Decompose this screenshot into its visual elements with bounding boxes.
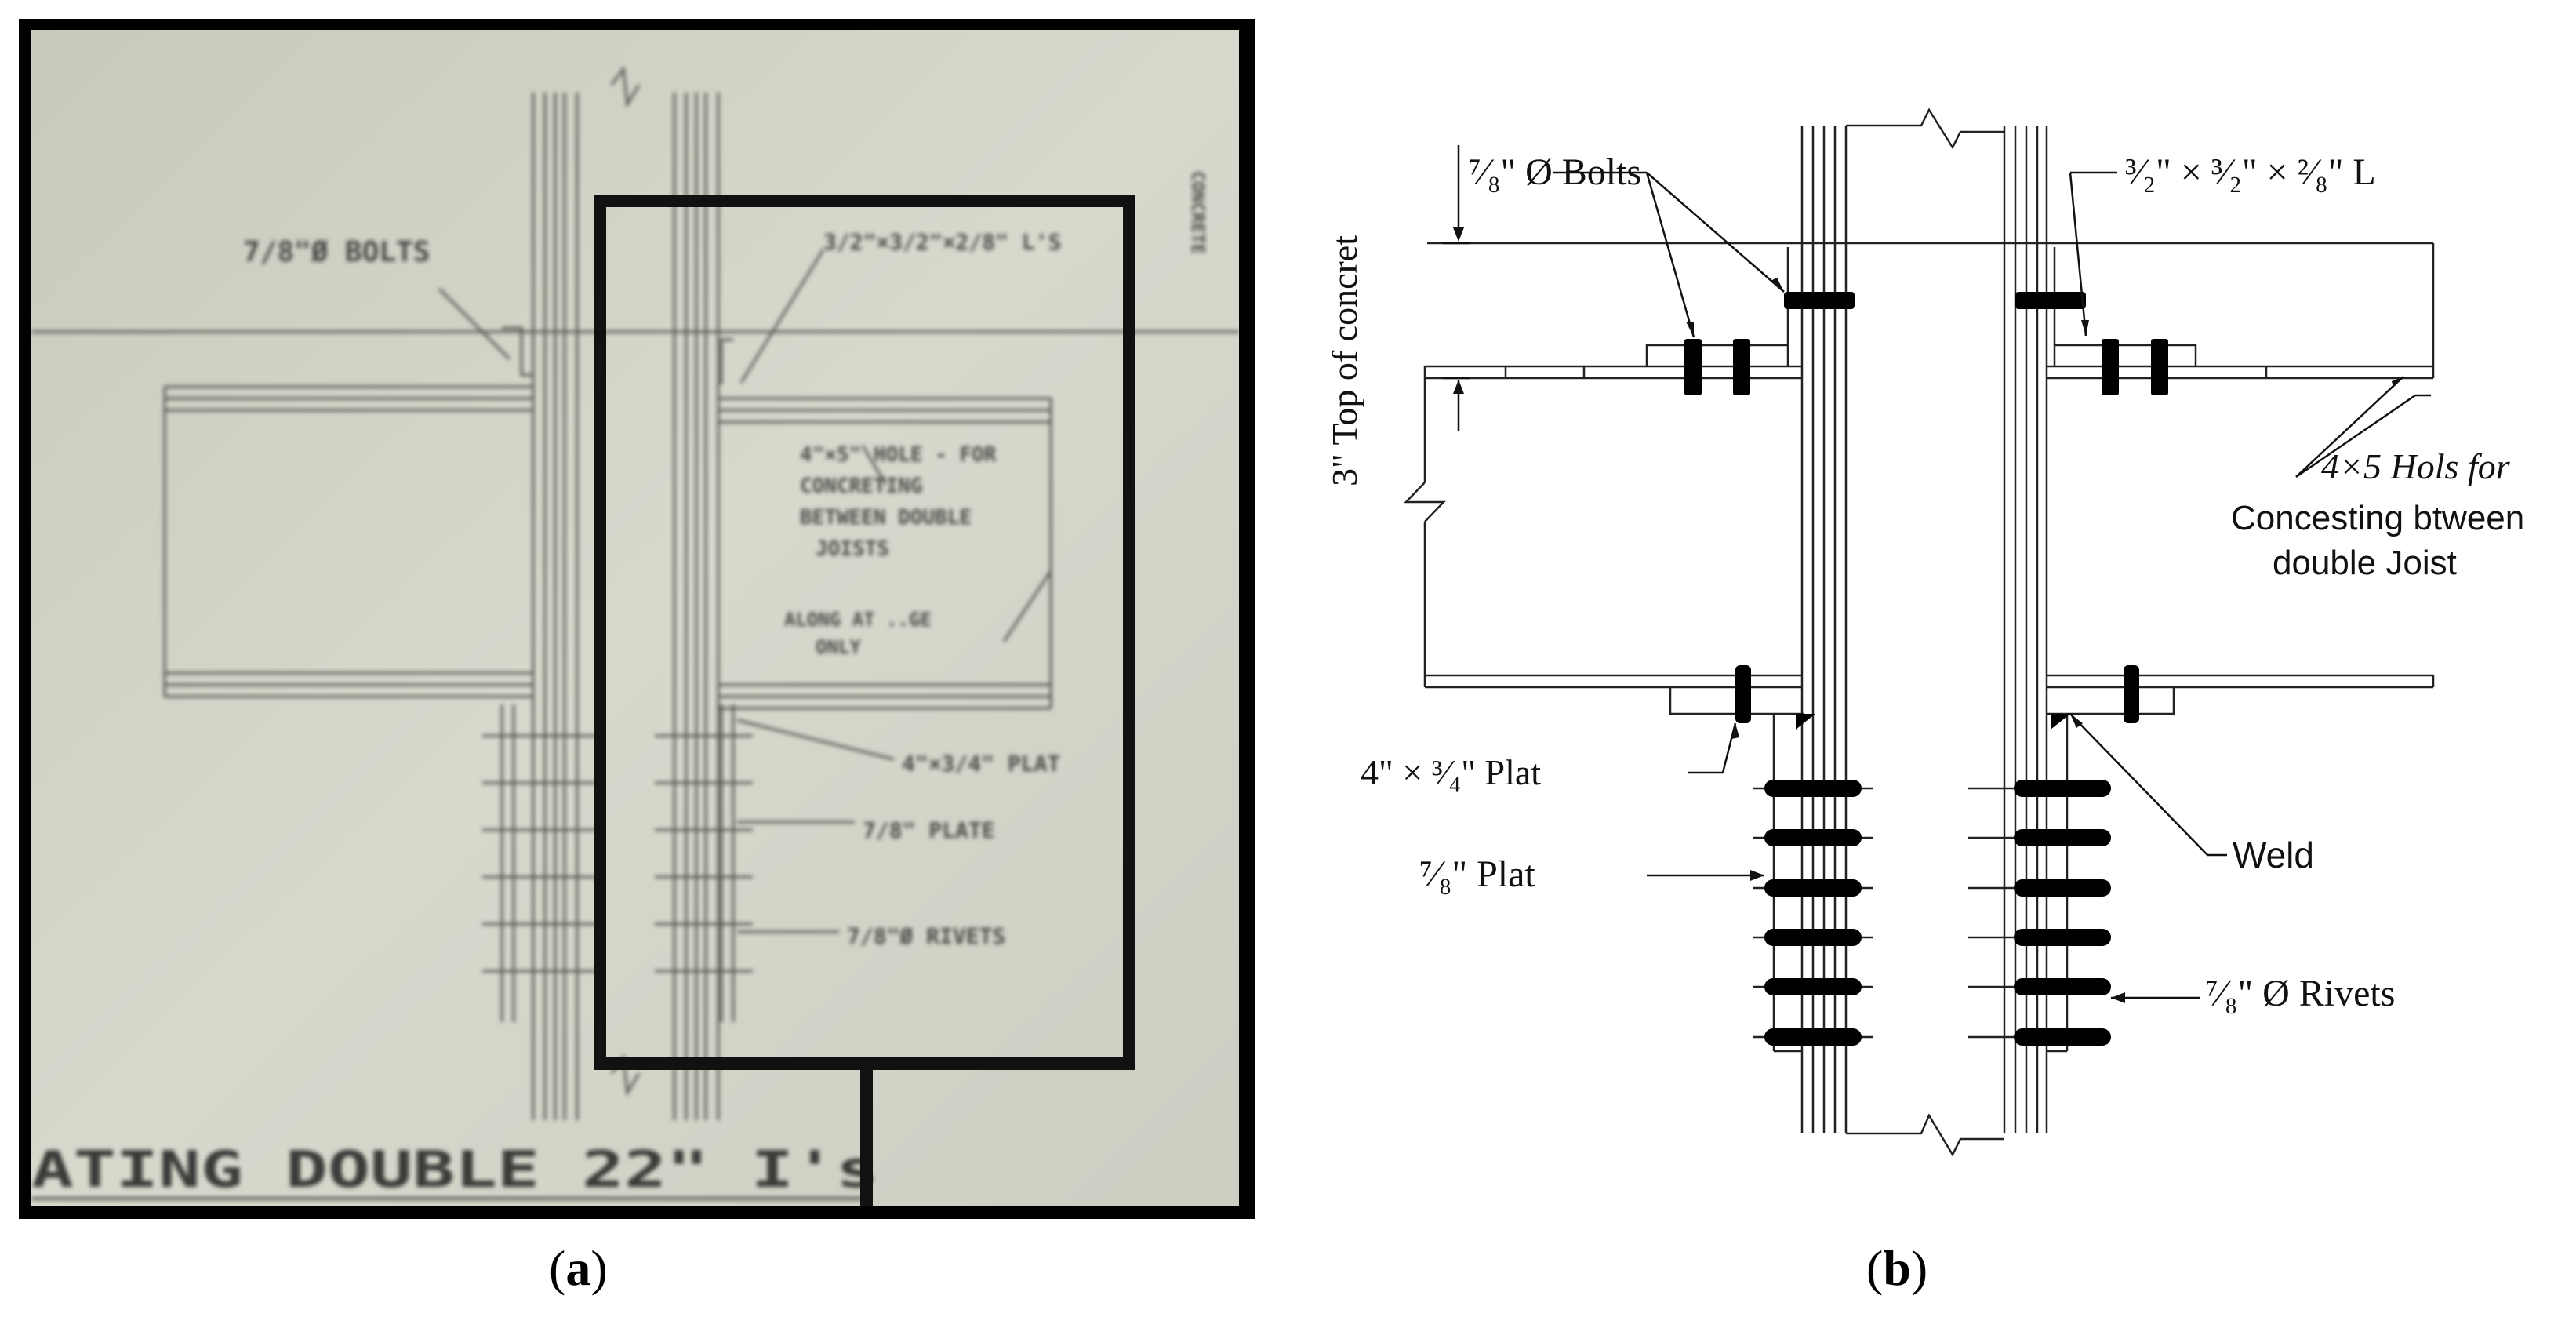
sketch-holes-label-2: CONCRETING (800, 475, 923, 498)
paper-background (31, 30, 1239, 1206)
rivets-label: ⁷⁄₈" Ø Rivets (2205, 973, 2395, 1014)
caption-b-letter: b (1883, 1240, 1911, 1296)
weld-label: Weld (2233, 835, 2314, 875)
rivet-left-2 (1764, 829, 1862, 846)
sketch-plat-label: 4"×3/4" PLAT (902, 751, 1060, 777)
panel-a-frame: 7/8"Ø BOLTS 3/2"×3/2"×2/8" L'S 4"×5" HOL… (19, 19, 1255, 1219)
rivet-right-1 (2014, 780, 2111, 797)
sketch-holes-label-3: BETWEEN DOUBLE (800, 506, 972, 529)
rivet-left-5 (1764, 978, 1862, 995)
sketch-plate78-label: 7/8" PLATE (863, 817, 995, 843)
caption-a-letter: a (565, 1240, 591, 1296)
bolts-label: ⁷⁄₈" Ø Bolts (1468, 151, 1641, 193)
panel-a-photo: 7/8"Ø BOLTS 3/2"×3/2"×2/8" L'S 4"×5" HOL… (31, 30, 1239, 1206)
angle-label: ³⁄₂" × ³⁄₂" × ²⁄₈" L (2125, 151, 2376, 193)
bolt-column-right (2015, 292, 2086, 309)
sketch-along-label-2: ONLY (816, 636, 861, 658)
bolt-seat-left (1735, 665, 1751, 723)
rivet-right-6 (2014, 1028, 2111, 1046)
sketch-along-label: ALONG AT ..GE (784, 609, 932, 631)
arrowheads (1453, 227, 2403, 1003)
sketch-holes-label: 4"×5" HOLE - FOR (800, 443, 997, 467)
bolt-column-left (1784, 292, 1855, 309)
caption-a: (a) (549, 1240, 608, 1296)
bolt-beam-left-1 (1684, 339, 1702, 395)
sketch-concrete-label: CONCRETE (1187, 171, 1207, 254)
sketch-holes-label-4: JOISTS (816, 537, 889, 561)
panel-a-drawing: 7/8"Ø BOLTS 3/2"×3/2"×2/8" L'S 4"×5" HOL… (31, 30, 1239, 1206)
sketch-bolts-label: 7/8"Ø BOLTS (243, 236, 430, 268)
bolt-beam-left-2 (1733, 339, 1750, 395)
leader-lines (1443, 145, 2431, 999)
rivet-right-4 (2014, 929, 2111, 946)
fasteners (1684, 292, 2168, 1046)
sketch-labels: 7/8"Ø BOLTS 3/2"×3/2"×2/8" L'S 4"×5" HOL… (31, 171, 1207, 1199)
top-of-concrete-label: 3" Top of concret (1324, 235, 1364, 486)
panel-b-drawing: ⁷⁄₈" Ø Bolts ³⁄₂" × ³⁄₂" × ²⁄₈" L 3" Top… (1302, 86, 2564, 1169)
rivet-left-4 (1764, 929, 1862, 946)
bolt-beam-right-2 (2151, 339, 2168, 395)
rivet-right-3 (2014, 879, 2111, 897)
caption-b: (b) (1866, 1240, 1928, 1296)
holes-label-line1: 4×5 Hols for (2321, 446, 2511, 486)
sketch-angle-label: 3/2"×3/2"×2/8" L'S (823, 229, 1061, 255)
rivet-right-2 (2014, 829, 2111, 846)
rivet-left-6 (1764, 1028, 1862, 1046)
rivet-left-3 (1764, 879, 1862, 897)
weld-right (2051, 714, 2070, 730)
weld-left (1796, 714, 1815, 730)
bolt-beam-right-1 (2102, 339, 2119, 395)
panel-b-svg: ⁷⁄₈" Ø Bolts ³⁄₂" × ³⁄₂" × ²⁄₈" L 3" Top… (1324, 107, 2524, 1157)
holes-label-line3: double Joist (2273, 544, 2457, 582)
plate78-label: ⁷⁄₈" Plat (1419, 853, 1535, 895)
rivet-left-1 (1764, 780, 1862, 797)
plat-label: 4" × ³⁄₄" Plat (1361, 752, 1541, 792)
sketch-lines (31, 66, 1239, 1120)
rivet-right-5 (2014, 978, 2111, 995)
holes-label-line2: Concesting btween (2231, 499, 2524, 537)
sketch-rivets-label: 7/8"Ø RIVETS (847, 923, 1005, 949)
sketch-footer-title: ATING DOUBLE 22" I's (31, 1141, 878, 1199)
bolt-seat-right (2124, 665, 2139, 723)
